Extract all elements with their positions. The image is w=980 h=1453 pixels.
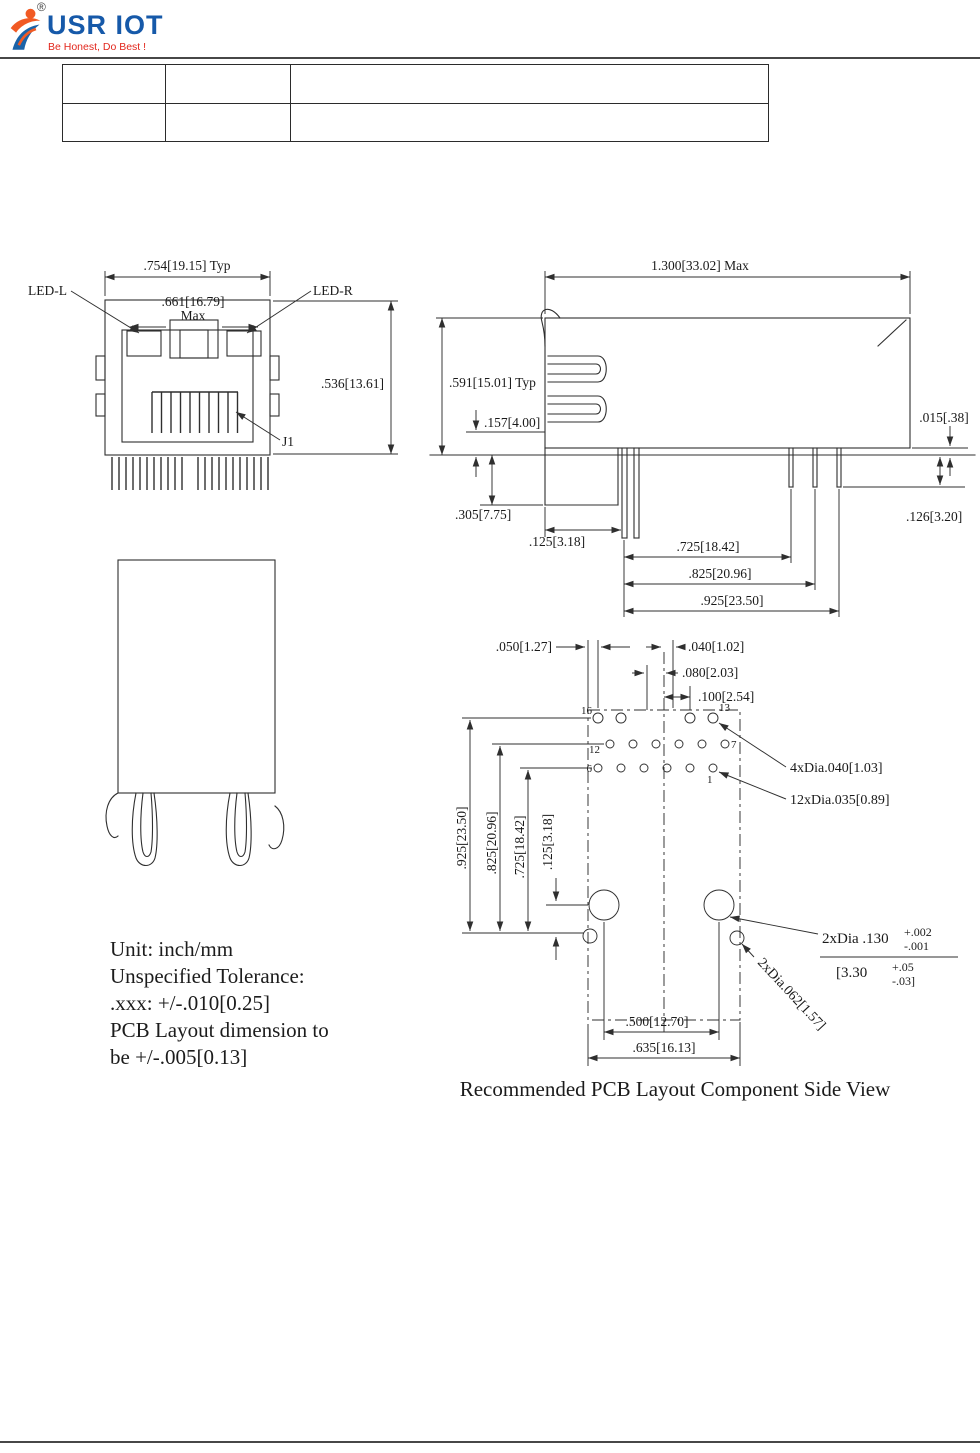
table-cell [290,64,769,104]
tolerance-notes: Unit: inch/mm Unspecified Tolerance: .xx… [110,936,410,1071]
brand-name: USR IOT [47,10,164,40]
table-cell [290,103,769,142]
dim-front-width-max: .661[16.79] [162,294,225,309]
dim-side-125: .125[3.18] [529,534,585,549]
pcb-caption: Recommended PCB Layout Component Side Vi… [460,1077,891,1101]
dim-front-width-max-suffix: Max [181,308,206,323]
dim-pcb-040: .040[1.02] [688,639,744,654]
j1-label: J1 [282,434,294,449]
table-cell [165,103,291,142]
dim-side-height-typ: .591[15.01] Typ [449,375,536,390]
callout-2x-dia062: 2xDia.062[1.57] [754,955,828,1033]
led-left-shape [126,330,162,357]
note-line: Unspecified Tolerance: [110,964,305,988]
note-line: PCB Layout dimension to [110,1018,329,1042]
pcb-layout-drawing: 16 13 12 7 6 1 4xDia.040[1.03] 12xDia.03… [454,639,958,1101]
header-divider [0,57,980,59]
led-right-shape [226,330,262,357]
led-l-label: LED-L [28,283,67,298]
dim-side-925: .925[23.50] [701,593,764,608]
dim-side-825: .825[20.96] [689,566,752,581]
pin-6-label: 6 [587,763,593,775]
pin-13-label: 13 [719,702,731,714]
dim-pcb-925: .925[23.50] [454,807,469,870]
pcb-holes [582,712,745,946]
callout-2x-dia130-mm-plus: +.05 [892,960,914,974]
dim-side-126: .126[3.20] [906,509,962,524]
callout-2x-dia130: 2xDia .130 [822,931,889,947]
dim-pcb-635: .635[16.13] [633,1040,696,1055]
dim-pcb-500: .500[12.70] [626,1014,689,1029]
dim-front-width-typ: .754[19.15] Typ [144,258,231,273]
dim-side-305: .305[7.75] [455,507,511,522]
dim-side-157: .157[4.00] [484,415,540,430]
note-line: be +/-.005[0.13] [110,1045,248,1069]
side-view-drawing: 1.300[33.02] Max .591[15.01] Typ .157[4.… [429,258,976,617]
dim-pcb-125: .125[3.18] [540,814,555,870]
pin-7-label: 7 [731,739,737,751]
dim-pcb-725: .725[18.42] [512,816,527,879]
callout-12x-holes: 12xDia.035[0.89] [790,793,890,808]
pin-16-label: 16 [581,705,593,717]
note-line: Unit: inch/mm [110,937,234,961]
registered-mark: ® [37,0,46,14]
pin-1-label: 1 [707,774,713,786]
table-cell [62,103,166,142]
note-line: .xxx: +/-.010[0.25] [110,991,270,1015]
dim-pcb-080: .080[2.03] [682,665,738,680]
callout-2x-dia130-mm-minus: -.03] [892,974,915,988]
page-header: ® USR IOT Be Honest, Do Best ! [0,0,980,59]
dim-side-725: .725[18.42] [677,539,740,554]
callout-2x-dia130-minus: -.001 [904,939,929,953]
revision-table [62,64,769,142]
profile-view-drawing [105,559,285,867]
footer-divider [0,1441,980,1443]
usr-iot-logo-icon [10,8,41,50]
dim-side-015: .015[.38] [919,410,969,425]
dim-front-height: .536[13.61] [321,376,384,391]
callout-4x-holes: 4xDia.040[1.03] [790,761,883,776]
dim-side-length-max: 1.300[33.02] Max [651,258,749,273]
dim-pcb-825: .825[20.96] [484,812,499,875]
callout-2x-dia130-mm: [3.30 [836,965,867,981]
pin-12-label: 12 [589,744,600,756]
callout-2x-dia130-plus: +.002 [904,925,932,939]
brand-tagline: Be Honest, Do Best ! [48,41,147,53]
led-r-label: LED-R [313,283,353,298]
front-view-drawing: .754[19.15] Typ .661[16.79] Max LED-L LE… [28,258,398,490]
dim-pcb-100: .100[2.54] [698,689,754,704]
dim-pcb-050: .050[1.27] [496,639,552,654]
front-pins-hatch [111,457,269,490]
